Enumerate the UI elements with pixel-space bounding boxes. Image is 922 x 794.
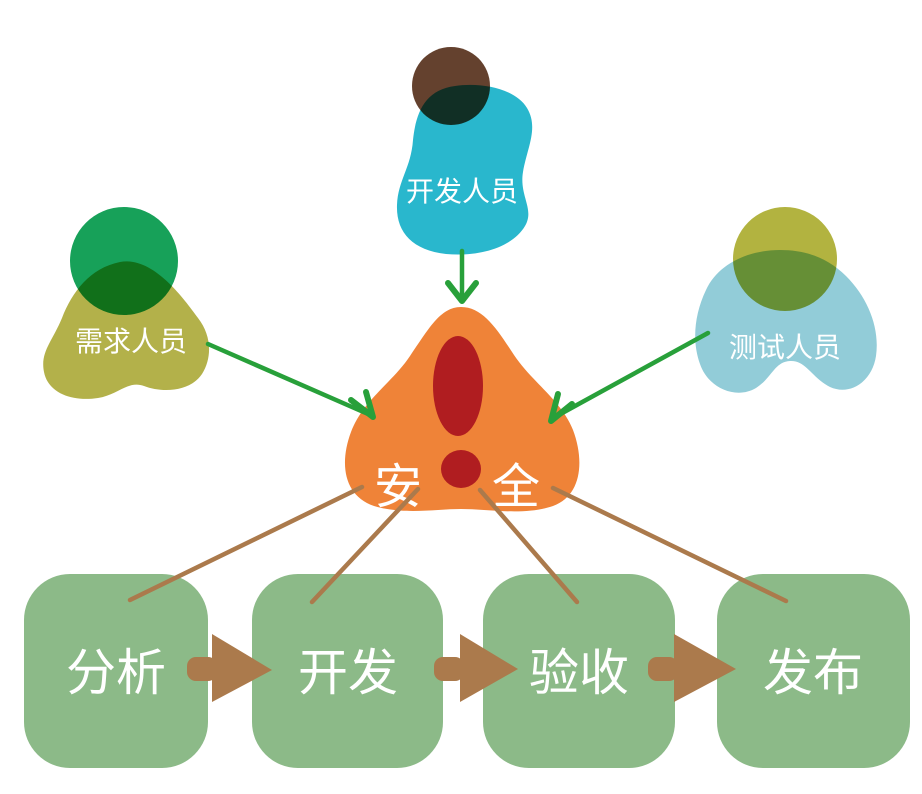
flow-arrow-head-icon xyxy=(460,634,518,702)
flow-arrow-head-icon xyxy=(212,634,272,702)
developers-blob xyxy=(396,84,533,255)
actor-requirements: 需求人员 xyxy=(43,207,210,399)
requirements-head-circle xyxy=(70,207,178,315)
flow-arrow-stem xyxy=(434,657,464,681)
developers-head-circle xyxy=(412,47,490,125)
arrow-shaft xyxy=(205,341,371,417)
requirements-label: 需求人员 xyxy=(75,326,187,357)
connector-security-to-acceptance xyxy=(477,487,580,605)
flow-arrow-development-to-acceptance xyxy=(434,634,518,702)
stage-release-box xyxy=(717,574,910,768)
arrow-requirements-to-security xyxy=(205,341,376,420)
testers-label: 测试人员 xyxy=(729,332,841,363)
stage-acceptance-label: 验收 xyxy=(529,645,629,701)
security-char-right: 全 xyxy=(492,461,540,514)
flow-arrow-acceptance-to-release xyxy=(648,634,736,702)
stage-development: 开发 xyxy=(252,574,443,768)
actor-testers: 测试人员 xyxy=(695,207,877,393)
testers-head-circle xyxy=(733,207,837,311)
stage-acceptance: 验收 xyxy=(483,574,675,768)
exclamation-mark-icon xyxy=(433,336,483,436)
exclamation-dot-icon xyxy=(441,450,481,488)
flow-arrow-stem xyxy=(187,657,217,681)
connector-security-to-analysis xyxy=(127,484,365,603)
arrow-developers-to-security xyxy=(445,248,479,304)
security-char-left: 安 xyxy=(374,461,422,514)
stage-release-label: 发布 xyxy=(763,645,863,701)
arrow-testers-to-security xyxy=(548,330,711,424)
arrow-shaft xyxy=(552,330,711,420)
actor-developers: 开发人员 xyxy=(396,47,533,255)
stage-development-label: 开发 xyxy=(298,645,398,701)
flow-arrow-head-icon xyxy=(674,634,736,702)
stage-acceptance-box xyxy=(483,574,675,768)
connector-security-to-development xyxy=(309,486,421,605)
flow-arrow-analysis-to-development xyxy=(187,634,272,702)
security-node: 安 全 xyxy=(344,307,580,514)
stage-release: 发布 xyxy=(717,574,910,768)
stage-analysis-label: 分析 xyxy=(66,645,166,701)
arrow-head-icon xyxy=(348,389,376,420)
arrow-head-icon xyxy=(548,391,575,424)
flow-arrow-stem xyxy=(648,657,678,681)
stage-development-box xyxy=(252,574,443,768)
connector-security-to-release xyxy=(550,485,789,604)
arrow-head-icon xyxy=(445,280,479,304)
developers-label: 开发人员 xyxy=(406,176,518,207)
stage-analysis: 分析 xyxy=(24,574,208,768)
stage-analysis-box xyxy=(24,574,208,768)
